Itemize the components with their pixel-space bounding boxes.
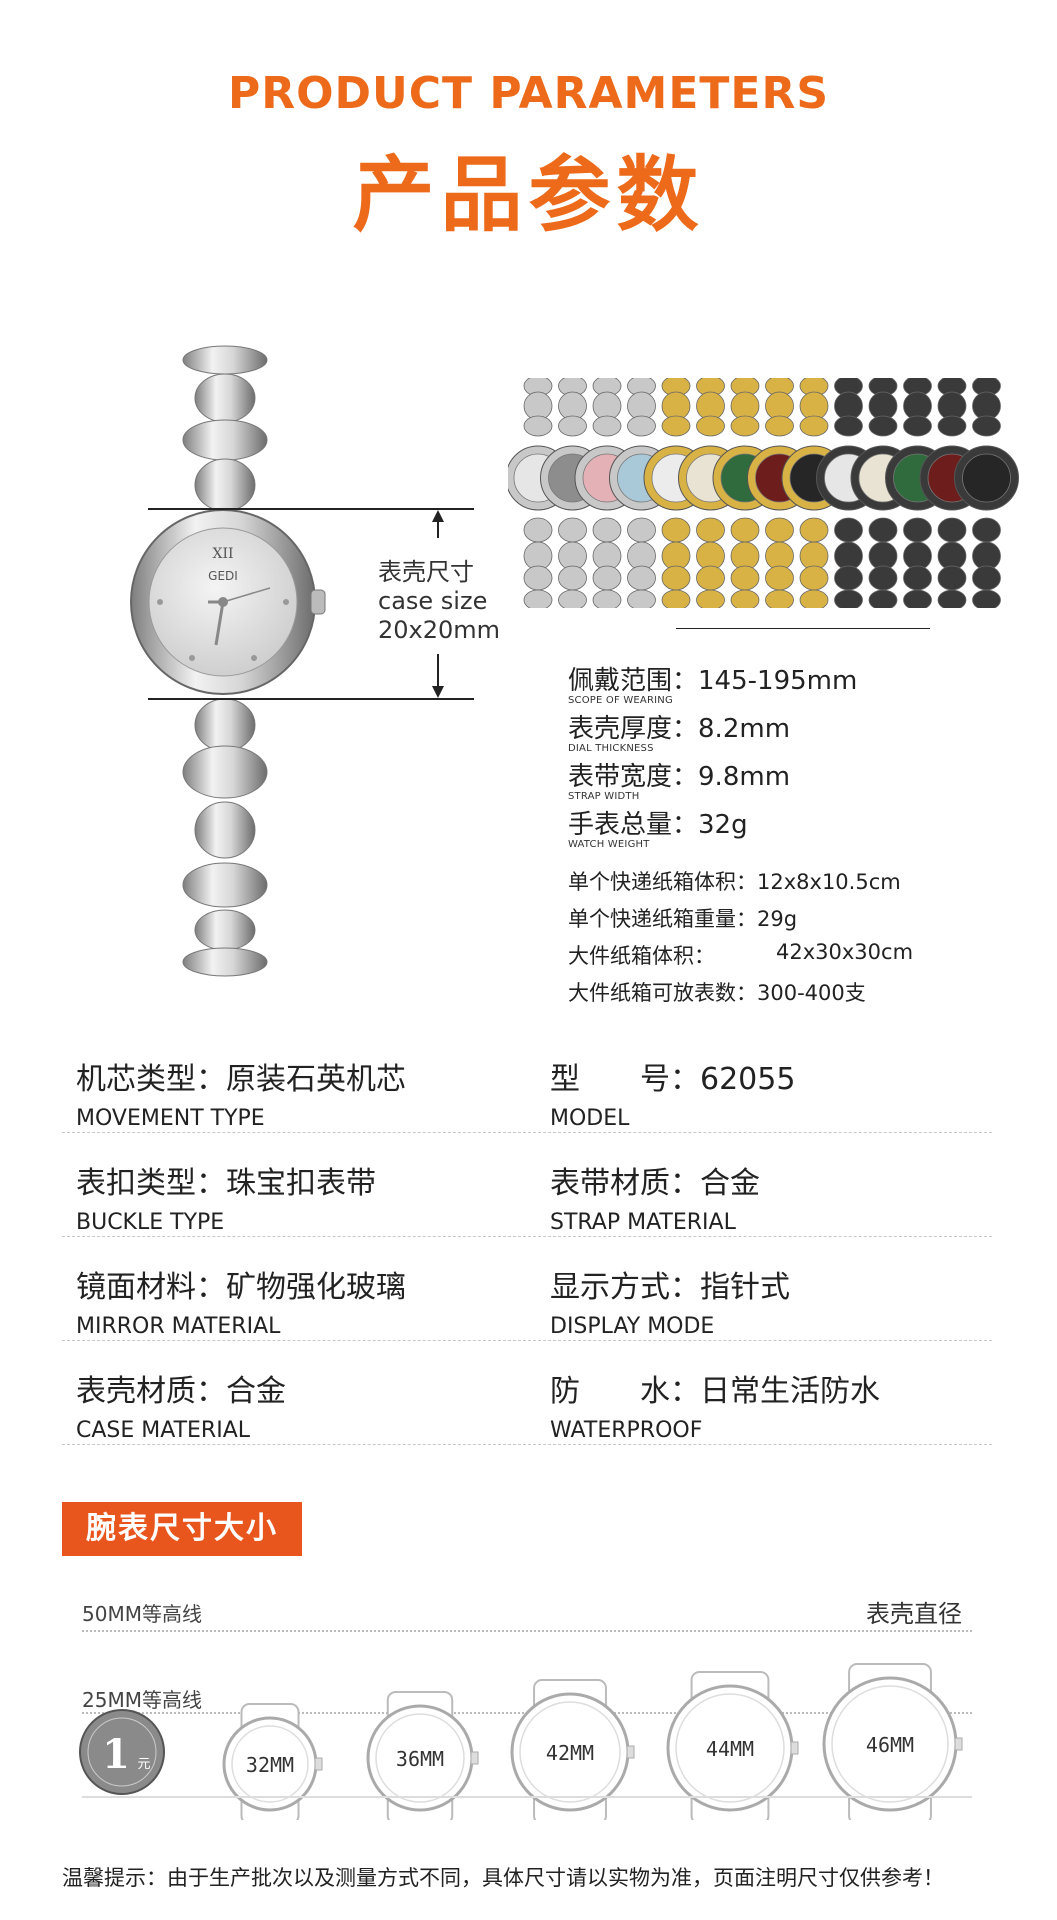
param-en: BUCKLE TYPE [76, 1210, 225, 1235]
line-50mm-label: 50MM等高线 [82, 1602, 202, 1626]
spec-en: SCOPE OF WEARING [568, 695, 673, 706]
divider [62, 1444, 992, 1445]
packaging-row: 大件纸箱可放表数：300-400支 [568, 977, 866, 1007]
case-size-cn: 表壳尺寸 [378, 558, 474, 586]
param-cn: 表扣类型：珠宝扣表带 [76, 1166, 376, 1201]
param-movement: 机芯类型：原装石英机芯 MOVEMENT TYPE [76, 1054, 406, 1131]
size-label: 42MM [546, 1741, 594, 1765]
size-label: 44MM [706, 1737, 754, 1761]
footnote: 温馨提示：由于生产批次以及测量方式不同，具体尺寸请以实物为准，页面注明尺寸仅供参… [62, 1866, 944, 1890]
param-en: DISPLAY MODE [550, 1314, 715, 1339]
svg-text:元: 元 [137, 1757, 150, 1772]
size-watch-46mm: 46MM [822, 1663, 963, 1820]
spec-label: 佩戴范围： [568, 666, 699, 696]
baseline [82, 1796, 972, 1798]
case-size-label: 表壳尺寸 case size 20x20mm [378, 558, 500, 645]
param-strap-material: 表带材质：合金 STRAP MATERIAL [550, 1158, 760, 1235]
packaging-value: 12x8x10.5cm [757, 870, 901, 894]
param-en: WATERPROOF [550, 1418, 703, 1443]
param-cn: 镜面材料：矿物强化玻璃 [76, 1270, 406, 1305]
spec-thickness: 表壳厚度：8.2mm DIAL THICKNESS [568, 708, 790, 754]
packaging-label: 单个快递纸箱重量： [568, 907, 757, 931]
param-mirror: 镜面材料：矿物强化玻璃 MIRROR MATERIAL [76, 1262, 406, 1339]
case-bottom-line [148, 698, 474, 700]
packaging-value: 300-400支 [757, 981, 866, 1005]
size-section-tag: 腕表尺寸大小 [62, 1502, 302, 1556]
param-cn: 显示方式：指针式 [550, 1270, 790, 1305]
param-en: MIRROR MATERIAL [76, 1314, 281, 1339]
spec-value: 9.8mm [698, 762, 791, 792]
spec-en: DIAL THICKNESS [568, 743, 654, 754]
spec-value: 145-195mm [698, 666, 858, 696]
variants-underline [676, 628, 930, 629]
spec-value: 32g [698, 810, 748, 840]
spec-en: WATCH WEIGHT [568, 839, 650, 850]
packaging-value: 29g [757, 907, 798, 931]
packaging-value: 42x30x30cm [776, 940, 914, 964]
watch-illustration: XII GEDI [130, 345, 326, 977]
watch-size-comparison: 1 元 32MM 36MM 42MM 44MM 46MM [79, 1663, 963, 1820]
size-label: 36MM [396, 1747, 444, 1771]
param-en: MODEL [550, 1106, 630, 1131]
spec-en: STRAP WIDTH [568, 791, 640, 802]
divider [62, 1132, 992, 1133]
title-chinese: 产品参数 [352, 148, 705, 243]
watch-brand: GEDI [208, 569, 238, 583]
size-label: 32MM [246, 1753, 294, 1777]
packaging-label: 大件纸箱体积： [568, 944, 715, 968]
case-size-value: 20x20mm [378, 616, 501, 644]
color-variants [508, 378, 1019, 608]
param-cn: 防 水：日常生活防水 [550, 1374, 880, 1409]
title-english: PRODUCT PARAMETERS [227, 68, 830, 119]
size-watch-42mm: 42MM [510, 1679, 635, 1820]
variant-watch [954, 378, 1019, 608]
size-watch-44mm: 44MM [666, 1671, 799, 1820]
param-en: CASE MATERIAL [76, 1418, 251, 1443]
param-cn: 表壳材质：合金 [76, 1374, 286, 1409]
coin-icon: 1 元 [79, 1709, 165, 1795]
param-cn: 机芯类型：原装石英机芯 [76, 1062, 406, 1097]
spec-wearing: 佩戴范围：145-195mm SCOPE OF WEARING [568, 660, 857, 706]
packaging-row: 单个快递纸箱重量：29g [568, 903, 797, 933]
param-en: STRAP MATERIAL [550, 1210, 736, 1235]
spec-label: 表壳厚度： [568, 714, 699, 744]
spec-strap-width: 表带宽度：9.8mm STRAP WIDTH [568, 756, 790, 802]
param-cn: 表带材质：合金 [550, 1166, 760, 1201]
packaging-row: 大件纸箱体积： 42x30x30cm [568, 940, 913, 970]
size-watch-36mm: 36MM [366, 1691, 479, 1820]
case-diameter-label: 表壳直径 [866, 1600, 962, 1628]
spec-weight: 手表总量：32g WATCH WEIGHT [568, 804, 748, 850]
param-display: 显示方式：指针式 DISPLAY MODE [550, 1262, 790, 1339]
divider [62, 1236, 992, 1237]
case-top-line [148, 508, 474, 510]
spec-label: 手表总量： [568, 810, 699, 840]
param-cn: 型 号：62055 [550, 1062, 796, 1097]
packaging-row: 单个快递纸箱体积：12x8x10.5cm [568, 866, 901, 896]
packaging-label: 单个快递纸箱体积： [568, 870, 757, 894]
param-case-material: 表壳材质：合金 CASE MATERIAL [76, 1366, 286, 1443]
param-buckle: 表扣类型：珠宝扣表带 BUCKLE TYPE [76, 1158, 376, 1235]
svg-text:1: 1 [102, 1731, 130, 1778]
packaging-label: 大件纸箱可放表数： [568, 981, 757, 1005]
svg-text:XII: XII [212, 546, 233, 562]
line-25mm-label: 25MM等高线 [82, 1688, 202, 1712]
variant-watch [919, 378, 985, 608]
param-waterproof: 防 水：日常生活防水 WATERPROOF [550, 1366, 880, 1443]
case-size-en: case size [378, 587, 488, 615]
param-en: MOVEMENT TYPE [76, 1106, 265, 1131]
dimension-arrow [432, 510, 444, 698]
line-50mm [82, 1630, 972, 1632]
spec-label: 表带宽度： [568, 762, 699, 792]
divider [62, 1340, 992, 1341]
size-label: 46MM [866, 1733, 914, 1757]
size-watch-32mm: 32MM [222, 1703, 323, 1820]
spec-value: 8.2mm [698, 714, 791, 744]
